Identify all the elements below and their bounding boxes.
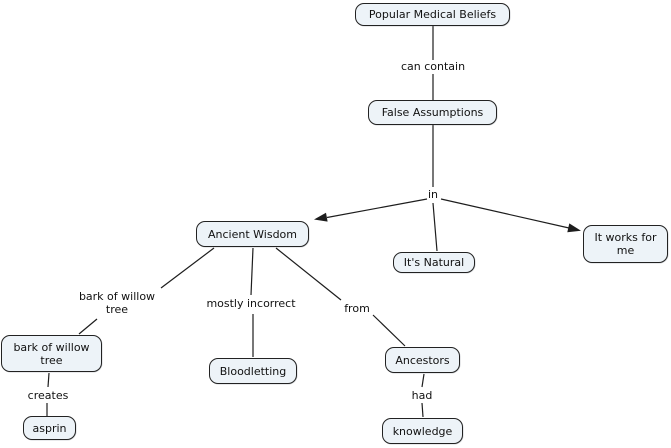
linking-phrase-bark-of-willow-tree[interactable]: bark of willow tree xyxy=(78,290,156,316)
connector-line xyxy=(47,372,50,388)
arrowhead-into-it-works-for-me xyxy=(567,223,581,233)
node-bark-of-willow-tree[interactable]: bark of willow tree xyxy=(1,335,102,372)
linking-phrase-creates[interactable]: creates xyxy=(27,389,69,402)
connector-line xyxy=(421,373,425,388)
connector-line xyxy=(275,247,342,301)
node-asprin[interactable]: asprin xyxy=(23,416,76,440)
node-false-assumptions[interactable]: False Assumptions xyxy=(368,100,497,125)
connector-line xyxy=(326,198,428,219)
node-its-natural[interactable]: It's Natural xyxy=(393,252,475,273)
connector-line xyxy=(440,198,570,229)
linking-phrase-had[interactable]: had xyxy=(411,389,433,402)
linking-phrase-can-contain[interactable]: can contain xyxy=(400,60,466,73)
connector-line xyxy=(250,247,254,296)
node-knowledge[interactable]: knowledge xyxy=(382,418,463,444)
linking-phrase-in[interactable]: in xyxy=(427,188,439,201)
connector-line xyxy=(160,247,215,289)
arrowhead-into-ancient-wisdom xyxy=(314,212,328,222)
connector-line xyxy=(78,318,98,335)
linking-phrase-mostly-incorrect[interactable]: mostly incorrect xyxy=(206,297,296,310)
node-ancient-wisdom[interactable]: Ancient Wisdom xyxy=(196,221,309,247)
connector-line xyxy=(372,314,406,347)
connector-line xyxy=(432,202,438,252)
linking-phrase-from[interactable]: from xyxy=(344,302,370,315)
node-ancestors[interactable]: Ancestors xyxy=(385,347,460,373)
connector-line xyxy=(421,402,424,418)
node-it-works-for-me[interactable]: It works for me xyxy=(583,225,668,263)
node-bloodletting[interactable]: Bloodletting xyxy=(209,358,297,384)
node-popular-medical-beliefs[interactable]: Popular Medical Beliefs xyxy=(355,3,510,26)
